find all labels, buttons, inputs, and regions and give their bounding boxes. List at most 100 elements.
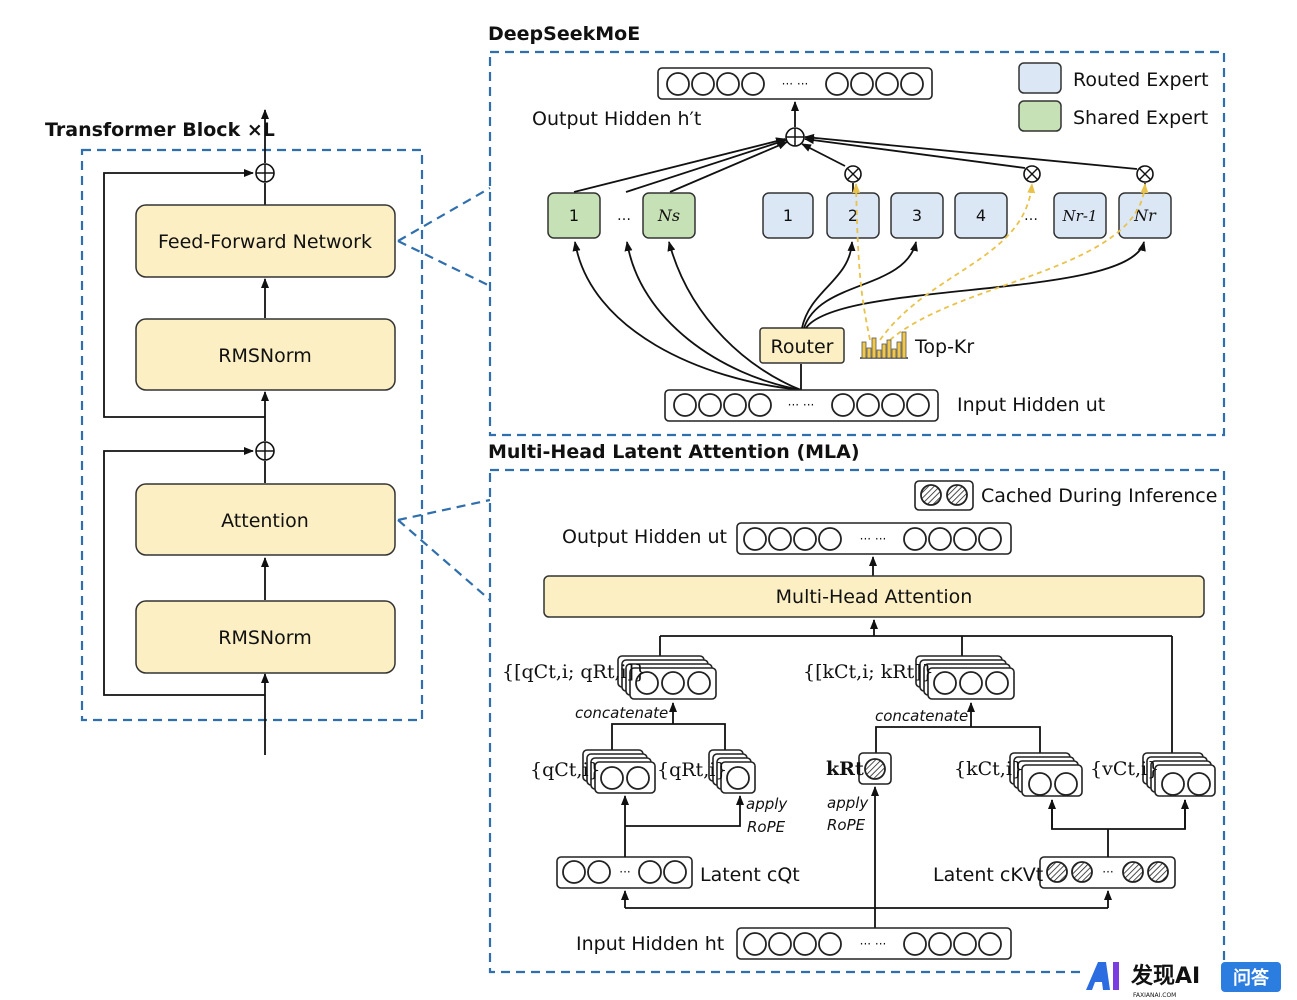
routed-expert-ellipsis: … [1024, 208, 1038, 224]
add-icon [255, 163, 275, 183]
shared-to-sum-arrow [625, 138, 787, 193]
legend-routed-label: Routed Expert [1073, 69, 1209, 91]
faxianai-logo-icon [1086, 962, 1119, 990]
vector-ellipsis: ··· ··· [788, 398, 815, 412]
k-concatenate-label: concatenate [875, 707, 968, 725]
input-to-shared-arrow [624, 241, 802, 391]
latent-kv-cached-vector [1039, 856, 1176, 889]
k-concat-stack [915, 655, 1015, 700]
input-to-shared-arrow [572, 241, 802, 391]
moe-output-vector [657, 67, 933, 100]
q-concat-label: {[qCt,i; qRt,i]} [502, 661, 646, 683]
shared-expert-ellipsis: … [617, 208, 631, 224]
cached-label: Cached During Inference [981, 485, 1217, 507]
mla-input-vector [736, 927, 1012, 960]
shared-expert-label: 1 [569, 206, 579, 225]
shared-to-sum-arrow [669, 141, 788, 193]
qc-label: {qCt,i} [530, 759, 601, 781]
watermark-brand: 发现AI [1130, 963, 1200, 989]
latent-kv-split [1051, 800, 1186, 830]
kc-label: {kCt,i} [954, 758, 1024, 780]
router-to-expert-arrow [805, 241, 1146, 329]
mha-block [543, 575, 1205, 618]
ffn-zoom-connector [397, 240, 491, 287]
ffn-label: Feed-Forward Network [158, 231, 372, 253]
shared-to-sum-arrow [573, 137, 786, 193]
mla-title: Multi-Head Latent Attention (MLA) [488, 441, 860, 463]
routed-expert-label: 2 [848, 206, 858, 225]
watermark: 发现AI FAXIANAI.COM 问答 [1082, 960, 1296, 1000]
kr-label: kRt [826, 758, 864, 780]
mla-panel: Multi-Head Latent Attention (MLA) Cached… [488, 441, 1226, 974]
add-icon [785, 127, 805, 147]
attention-zoom-connector [397, 519, 491, 601]
vector-ellipsis: ··· ··· [860, 937, 887, 951]
watermark-sub: FAXIANAI.COM [1133, 992, 1176, 999]
latent-q-ellipsis: ··· [619, 865, 630, 879]
transformer-block: Transformer Block ×L Feed-Forward Networ… [45, 109, 491, 755]
topk-label: Top-Kr [914, 336, 974, 358]
ffn-zoom-connector [397, 187, 491, 242]
latent-kv-ellipsis: ··· [1102, 865, 1113, 879]
watermark-badge-text: 问答 [1233, 967, 1270, 989]
rmsnorm-top-block [135, 318, 396, 391]
routed-expert-label: 4 [976, 206, 986, 225]
multiply-gate-icon [1136, 165, 1154, 193]
k-concat-label: {[kCt,i; kRt]} [803, 661, 934, 683]
moe-input-label: Input Hidden ut [957, 394, 1105, 416]
routed-expert-label: Nr-1 [1062, 207, 1098, 225]
attention-label: Attention [221, 510, 309, 532]
routed-expert-box [954, 192, 1008, 239]
shared-expert-box [642, 192, 696, 239]
multiply-gate-icon [844, 165, 862, 193]
mha-label: Multi-Head Attention [776, 586, 973, 608]
routed-expert-label: Nr [1133, 206, 1157, 225]
k-apply-label: apply [827, 794, 869, 812]
moe-frame [488, 50, 1226, 437]
routed-expert-box [890, 192, 944, 239]
routed-expert-box [1053, 192, 1107, 239]
kc-stack [1009, 752, 1083, 797]
moe-title: DeepSeekMoE [488, 23, 640, 45]
add-icon [255, 441, 275, 461]
rmsnorm-bottom-label: RMSNorm [218, 627, 311, 649]
latent-q-label: Latent cQt [700, 864, 800, 886]
mla-input-label: Input Hidden ht [576, 933, 724, 955]
moe-input-vector [664, 389, 939, 422]
attention-residual-path [103, 447, 265, 696]
transformer-block-title: Transformer Block ×L [45, 119, 275, 141]
rmsnorm-bottom-block [135, 600, 396, 674]
attention-block [135, 483, 396, 556]
q-concat-join [611, 723, 726, 750]
vc-stack [1142, 752, 1216, 797]
q-rope-label: RoPE [747, 818, 786, 836]
routed-expert-label: 1 [783, 206, 793, 225]
transformer-block-frame [80, 148, 424, 722]
ffn-block [135, 204, 396, 278]
routed-expert-label: 3 [912, 206, 922, 225]
latent-q-vector [556, 856, 693, 889]
shared-expert-swatch [1018, 100, 1062, 132]
mla-output-vector [736, 522, 1012, 555]
cached-legend-swatch [914, 480, 974, 511]
watermark-badge [1221, 962, 1281, 992]
input-to-shared-arrow [667, 241, 802, 391]
router-to-expert-arrow [803, 241, 918, 329]
q-apply-label: apply [746, 795, 788, 813]
mla-output-label: Output Hidden ut [562, 526, 727, 548]
shared-expert-label: Ns [657, 206, 680, 225]
router-label: Router [771, 336, 834, 358]
shared-expert-box [547, 192, 601, 239]
legend-shared-label: Shared Expert [1073, 107, 1208, 129]
attention-zoom-connector [397, 498, 491, 522]
multiply-gate-icon [1023, 165, 1041, 183]
vector-ellipsis: ··· ··· [860, 532, 887, 546]
k-concat-join [875, 726, 1041, 753]
gate-weight-line [879, 183, 1036, 341]
ffn-residual-path [103, 169, 265, 418]
gate-weight-line [889, 183, 1149, 341]
qr-stack [708, 749, 756, 794]
qc-stack [582, 749, 656, 794]
moe-output-label: Output Hidden h′t [532, 108, 701, 130]
